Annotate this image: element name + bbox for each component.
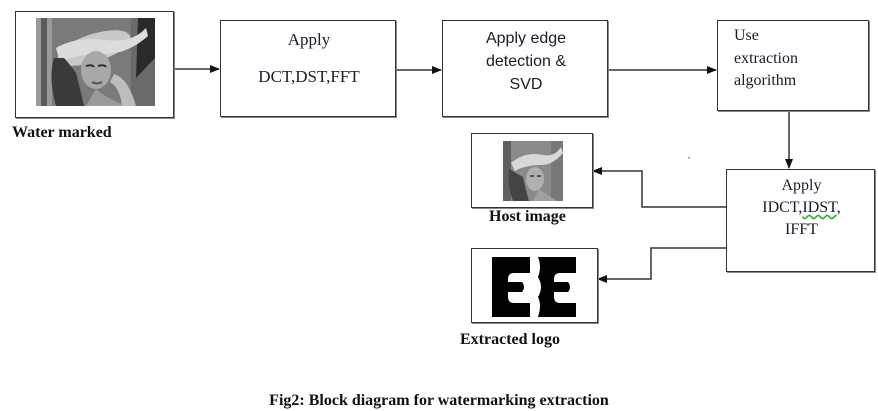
node-transform-line2: DCT,DST,FFT (258, 67, 360, 86)
lena-host-image (503, 141, 563, 201)
lena-photo-icon (36, 18, 155, 106)
node-extraction-line2: extraction (734, 50, 798, 67)
lena-watermarked-image (36, 18, 155, 106)
node-inverse-line2-comma: , (836, 199, 841, 216)
extracted-logo-ee-icon (492, 257, 576, 317)
node-host (471, 133, 593, 208)
arrow-inverse-to-host (592, 167, 726, 208)
lena-host-photo-icon (503, 141, 563, 201)
node-logo (471, 248, 598, 323)
arrow-inverse-to-logo (597, 247, 726, 283)
watermarked-label: Water marked (12, 124, 112, 141)
node-extraction: Use extraction algorithm (717, 20, 869, 111)
node-extraction-line1: Use (734, 27, 759, 44)
node-inverse-line1: Apply (781, 177, 822, 194)
node-edge-svd: Apply edge detection & SVD (442, 20, 608, 117)
node-inverse: Apply IDCT,IDST, IFFT (726, 169, 875, 272)
node-watermarked (15, 11, 174, 118)
node-transform-line1: Apply (287, 30, 331, 49)
node-edge-svd-line3: SVD (509, 76, 543, 93)
figure-caption: Fig2: Block diagram for watermarking ext… (269, 392, 609, 409)
node-edge-svd-line2: detection & (485, 53, 567, 70)
node-transform: Apply DCT,DST,FFT (220, 20, 396, 117)
node-inverse-line2-idct: IDCT, (762, 199, 803, 216)
node-inverse-line3: IFFT (785, 221, 818, 238)
stray-dot (688, 157, 690, 159)
logo-label: Extracted logo (460, 331, 560, 348)
host-label: Host image (489, 208, 566, 225)
node-extraction-line3: algorithm (734, 72, 797, 89)
node-inverse-line2-idst: IDST (802, 199, 837, 216)
node-inverse-line2: IDCT,IDST, (727, 199, 876, 217)
node-edge-svd-line1: Apply edge (485, 30, 567, 47)
